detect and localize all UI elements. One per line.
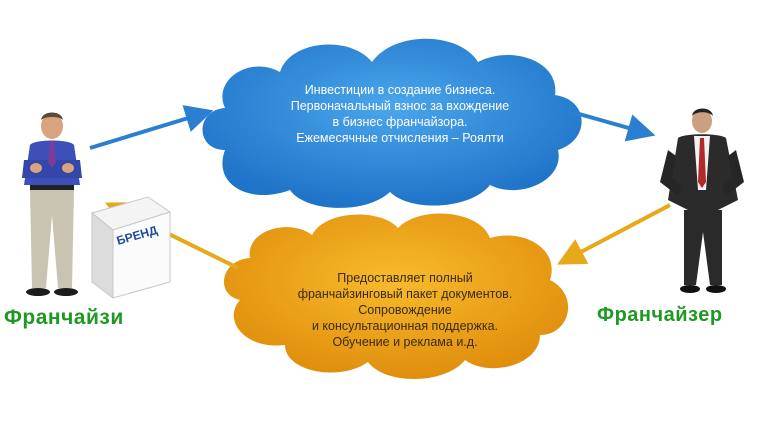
top-cloud-line: Инвестиции в создание бизнеса. bbox=[304, 83, 496, 97]
bottom-cloud-line: Обучение и реклама и.д. bbox=[332, 335, 478, 349]
top-cloud bbox=[202, 38, 582, 208]
franchisee-figure bbox=[22, 112, 82, 296]
bottom-cloud-line: Сопровождение bbox=[358, 303, 452, 317]
top-cloud-line: в бизнес франчайзора. bbox=[332, 115, 468, 129]
bottom-cloud-line: Предоставляет полный bbox=[337, 271, 473, 285]
franchisor-figure bbox=[660, 108, 744, 293]
bottom-cloud-line: франчайзинговый пакет документов. bbox=[297, 287, 513, 301]
arrow-top-cloud-to-right bbox=[564, 108, 656, 142]
brand-box: БРЕНД bbox=[90, 196, 172, 300]
bottom-cloud-text: Предоставляет полный франчайзинговый пак… bbox=[245, 270, 565, 350]
franchisor-label: Франчайзер bbox=[597, 304, 723, 326]
top-cloud-line: Ежемесячные отчисления – Роялти bbox=[296, 131, 504, 145]
bottom-cloud bbox=[223, 213, 569, 380]
top-cloud-line: Первоначальный взнос за вхождение bbox=[290, 99, 510, 113]
bottom-cloud-line: и консультационная поддержка. bbox=[311, 319, 499, 333]
arrow-left-to-top-cloud bbox=[89, 105, 214, 150]
franchisee-label: Франчайзи bbox=[4, 306, 124, 329]
arrow-right-to-bottom-cloud bbox=[557, 203, 671, 265]
top-cloud-text: Инвестиции в создание бизнеса. Первонача… bbox=[230, 82, 570, 146]
